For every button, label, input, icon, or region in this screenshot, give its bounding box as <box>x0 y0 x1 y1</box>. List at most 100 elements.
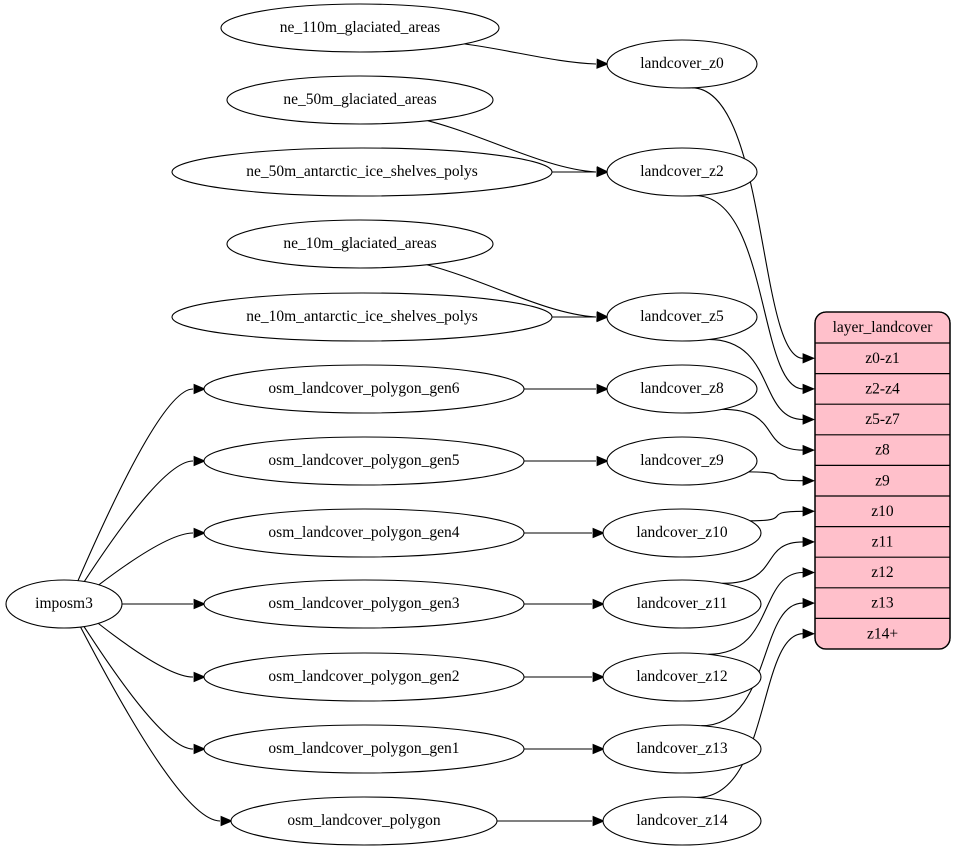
node-shape <box>602 579 762 629</box>
graph-node-ne_50m_antarctic_ice_shelves_polys[interactable]: ne_50m_antarctic_ice_shelves_polys <box>171 147 553 197</box>
table-row-z10[interactable]: z10 <box>871 503 894 520</box>
graph-node-landcover_z8[interactable]: landcover_z8 <box>606 364 758 414</box>
table-row-z2-z4[interactable]: z2-z4 <box>865 380 900 397</box>
table-row-z13[interactable]: z13 <box>871 595 894 612</box>
graph-node-landcover_z9[interactable]: landcover_z9 <box>606 436 758 486</box>
graph-node-ne_10m_glaciated_areas[interactable]: ne_10m_glaciated_areas <box>226 219 494 269</box>
node-shape <box>203 652 525 702</box>
table-row-z0-z1[interactable]: z0-z1 <box>865 350 899 367</box>
edge-arrowhead <box>592 598 606 610</box>
table-row-z12[interactable]: z12 <box>871 564 893 581</box>
graph-node-imposm3[interactable]: imposm3 <box>5 579 123 629</box>
node-label: landcover_z0 <box>640 55 724 72</box>
graph-node-landcover_z10[interactable]: landcover_z10 <box>602 508 762 558</box>
node-shape <box>606 436 758 486</box>
graph-node-landcover_z2[interactable]: landcover_z2 <box>606 147 758 197</box>
node-label: ne_50m_glaciated_areas <box>283 91 436 108</box>
edge <box>426 264 597 318</box>
table-row-label: z0-z1 <box>865 350 899 367</box>
edge-arrowhead <box>802 597 816 609</box>
graph-node-osm_landcover_polygon_gen2[interactable]: osm_landcover_polygon_gen2 <box>203 652 525 702</box>
edge <box>722 408 804 451</box>
table-row-label: z13 <box>871 595 894 612</box>
node-shape <box>230 796 498 846</box>
table-row-label: z12 <box>871 564 893 581</box>
graph-node-landcover_z12[interactable]: landcover_z12 <box>602 652 762 702</box>
node-shape <box>171 147 553 197</box>
node-label: osm_landcover_polygon_gen4 <box>268 524 459 541</box>
graph-node-ne_50m_glaciated_areas[interactable]: ne_50m_glaciated_areas <box>226 75 494 125</box>
edge-arrowhead <box>802 414 816 425</box>
graph-node-landcover_z0[interactable]: landcover_z0 <box>606 39 758 89</box>
edge-arrowhead <box>802 536 816 548</box>
node-label: landcover_z14 <box>636 812 727 829</box>
edge <box>697 633 804 798</box>
edges-layer <box>77 43 816 827</box>
node-shape <box>606 364 758 414</box>
edge <box>77 388 194 581</box>
edge-arrowhead <box>802 444 816 456</box>
table-row-label: z5-z7 <box>865 411 900 428</box>
node-label: osm_landcover_polygon_gen2 <box>268 668 459 685</box>
node-label: landcover_z2 <box>640 163 724 180</box>
graph-node-osm_landcover_polygon[interactable]: osm_landcover_polygon <box>230 796 498 846</box>
edge <box>750 510 804 522</box>
node-shape <box>606 39 758 89</box>
graph-node-ne_10m_antarctic_ice_shelves_polys[interactable]: ne_10m_antarctic_ice_shelves_polys <box>171 292 553 342</box>
table-row-label: z2-z4 <box>865 380 900 397</box>
node-label: imposm3 <box>35 595 93 612</box>
table-row-z14+[interactable]: z14+ <box>867 625 898 642</box>
edge <box>701 602 804 727</box>
edge <box>80 626 221 822</box>
edge <box>83 626 194 750</box>
edge-arrowhead <box>802 383 816 395</box>
graph-node-ne_110m_glaciated_areas[interactable]: ne_110m_glaciated_areas <box>220 3 500 53</box>
edge-arrowhead <box>802 628 816 639</box>
node-label: osm_landcover_polygon <box>287 812 441 829</box>
table-row-z9[interactable]: z9 <box>875 472 890 489</box>
edge-arrowhead <box>802 567 816 578</box>
graph-node-osm_landcover_polygon_gen4[interactable]: osm_landcover_polygon_gen4 <box>203 508 525 558</box>
table-header-label: layer_landcover <box>833 319 934 336</box>
node-shape <box>203 724 525 774</box>
node-label: osm_landcover_polygon_gen6 <box>268 380 459 397</box>
edge-arrowhead <box>802 353 816 364</box>
graph-node-landcover_z5[interactable]: landcover_z5 <box>606 292 758 342</box>
table-row-z11[interactable]: z11 <box>872 533 894 550</box>
edge-arrowhead <box>596 58 610 69</box>
edge <box>97 622 194 678</box>
table-outline <box>814 311 951 650</box>
graph-node-osm_landcover_polygon_gen3[interactable]: osm_landcover_polygon_gen3 <box>203 579 525 629</box>
node-shape <box>203 436 525 486</box>
edge <box>427 120 597 173</box>
node-label: osm_landcover_polygon_gen5 <box>268 452 459 469</box>
edge-arrowhead <box>802 506 816 517</box>
edge-arrowhead <box>592 527 606 539</box>
edge-arrowhead <box>592 671 606 683</box>
node-shape <box>606 292 758 342</box>
graph-node-landcover_z14[interactable]: landcover_z14 <box>602 796 762 846</box>
graph-node-osm_landcover_polygon_gen1[interactable]: osm_landcover_polygon_gen1 <box>203 724 525 774</box>
node-label: osm_landcover_polygon_gen1 <box>268 740 459 757</box>
node-shape <box>226 75 494 125</box>
table-row-z8[interactable]: z8 <box>875 442 890 459</box>
edge <box>748 471 804 482</box>
layer-landcover-table[interactable]: layer_landcover z0-z1 z2-z4 z5-z7 z8 z9 z10 z11… <box>814 311 951 650</box>
node-label: landcover_z8 <box>640 380 724 397</box>
nodes-layer: imposm3 ne_110m_glaciated_areas ne_50m_gla… <box>5 3 762 846</box>
graph-node-osm_landcover_polygon_gen5[interactable]: osm_landcover_polygon_gen5 <box>203 436 525 486</box>
edge <box>83 460 194 582</box>
table-row-z5-z7[interactable]: z5-z7 <box>865 411 900 428</box>
graph-node-landcover_z11[interactable]: landcover_z11 <box>602 579 762 629</box>
edge <box>98 532 194 586</box>
node-label: ne_10m_antarctic_ice_shelves_polys <box>246 308 478 325</box>
node-shape <box>602 652 762 702</box>
table-row-label: z10 <box>871 503 894 520</box>
graph-node-landcover_z13[interactable]: landcover_z13 <box>602 724 762 774</box>
edge-arrowhead <box>592 743 606 755</box>
edge-arrowhead <box>596 383 610 395</box>
graph-node-osm_landcover_polygon_gen6[interactable]: osm_landcover_polygon_gen6 <box>203 364 525 414</box>
edge-arrowhead <box>802 475 816 486</box>
edge-arrowhead <box>220 815 234 827</box>
